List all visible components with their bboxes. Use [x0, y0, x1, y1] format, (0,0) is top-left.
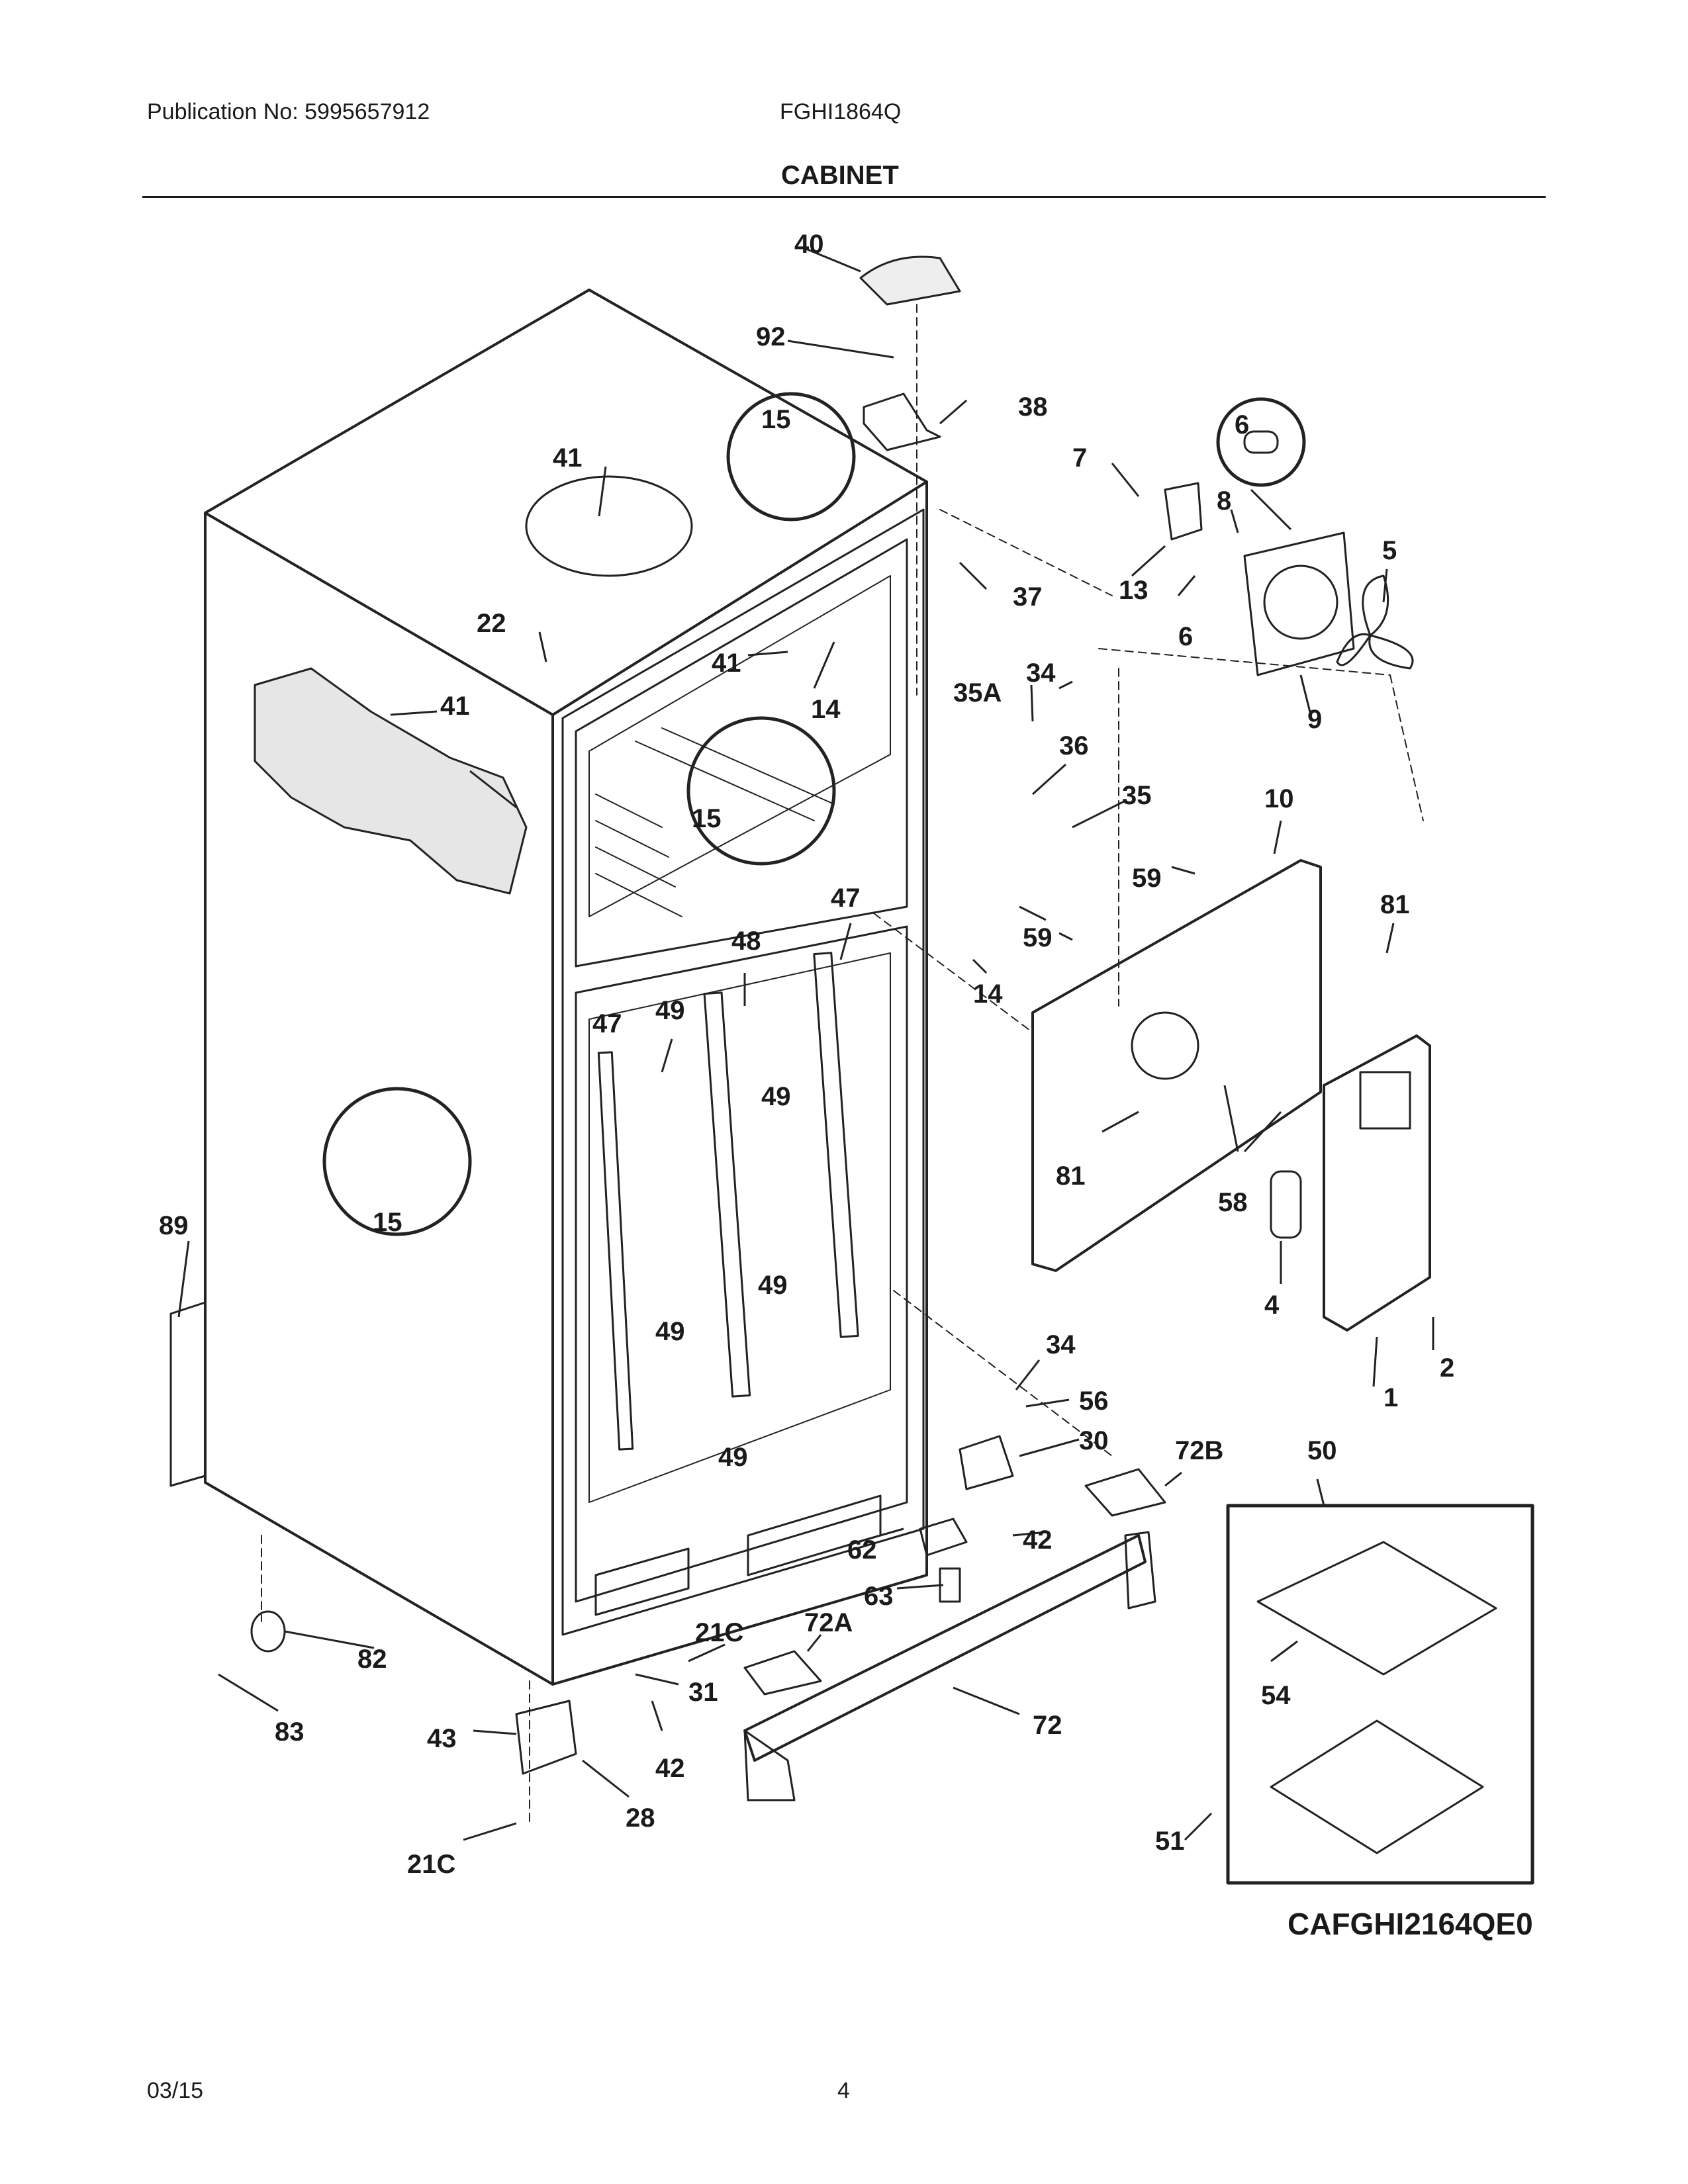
bottom-hinge	[515, 1700, 577, 1775]
callout-56: 56	[1079, 1387, 1109, 1416]
cabinet-outline	[204, 289, 928, 1686]
damper	[1270, 1170, 1302, 1239]
fan-blade	[1336, 574, 1414, 670]
callout-43: 43	[427, 1724, 457, 1753]
callout-48: 48	[731, 927, 761, 956]
callout-41-freezer: 41	[712, 649, 741, 678]
callout-21c-top: 21C	[695, 1618, 743, 1647]
callout-41-side: 41	[440, 692, 470, 721]
air-duct-panel	[1323, 1034, 1431, 1332]
model-number: FGHI1864Q	[780, 99, 902, 124]
callout-89: 89	[159, 1211, 189, 1240]
fresh-food-compartment	[575, 925, 908, 1603]
zoom-circle-6	[1216, 397, 1306, 487]
callout-35: 35	[1122, 781, 1152, 810]
callout-58: 58	[1218, 1188, 1248, 1217]
callout-62: 62	[847, 1535, 877, 1565]
callout-9: 9	[1307, 705, 1322, 734]
callout-72a: 72A	[804, 1608, 853, 1637]
top-hinge	[863, 392, 941, 451]
callout-82: 82	[357, 1645, 387, 1674]
callout-72b: 72B	[1175, 1436, 1223, 1465]
callout-49-c: 49	[758, 1271, 788, 1300]
callout-21c-bottom: 21C	[407, 1850, 455, 1879]
callout-6: 6	[1178, 622, 1193, 651]
callout-72: 72	[1033, 1711, 1062, 1740]
callout-2: 2	[1440, 1353, 1454, 1383]
page-number: 4	[837, 2078, 850, 2103]
footer-date: 03/15	[147, 2078, 204, 2103]
callout-59-bottom: 59	[1023, 923, 1053, 952]
evaporator-cover	[1031, 859, 1322, 1272]
inset-box-50	[1226, 1504, 1534, 1885]
fan-motor	[1164, 482, 1203, 541]
freezer-compartment	[575, 538, 908, 968]
zoom-circle-15-top	[726, 392, 856, 522]
callout-50: 50	[1307, 1436, 1337, 1465]
callout-81-top: 81	[1380, 890, 1410, 919]
shelf-rail-48	[703, 991, 751, 1398]
side-panel-cutaway	[254, 667, 528, 895]
callout-30: 30	[1079, 1426, 1109, 1455]
callout-54: 54	[1261, 1681, 1291, 1710]
section-title: CABINET	[781, 161, 899, 190]
callout-49-e: 49	[718, 1443, 748, 1472]
shelf-rail-47-left	[597, 1051, 634, 1451]
callout-41-top: 41	[553, 443, 583, 473]
callout-34-bottom: 34	[1046, 1330, 1076, 1359]
kick-plate	[743, 1534, 1147, 1762]
callout-42-right: 42	[1023, 1525, 1053, 1555]
callout-28: 28	[626, 1803, 655, 1833]
callout-15-left: 15	[373, 1208, 402, 1237]
callout-14-top: 14	[811, 695, 841, 724]
callout-49-a: 49	[655, 996, 685, 1025]
shelf-rail-47	[813, 952, 859, 1338]
callout-1: 1	[1383, 1383, 1398, 1412]
callout-7: 7	[1072, 443, 1087, 473]
callout-40: 40	[794, 230, 824, 259]
callout-92: 92	[756, 322, 786, 351]
bracket-30	[959, 1435, 1014, 1490]
bracket-72b	[1084, 1468, 1166, 1517]
callout-37: 37	[1013, 582, 1043, 612]
callout-35a: 35A	[953, 678, 1002, 707]
callout-10: 10	[1264, 784, 1294, 813]
bracket-62	[919, 1518, 968, 1557]
side-bracket	[169, 1301, 207, 1487]
callout-36: 36	[1059, 731, 1089, 760]
callout-22: 22	[477, 609, 506, 638]
callout-4: 4	[1264, 1291, 1280, 1320]
callout-49-b: 49	[761, 1082, 791, 1111]
callout-31: 31	[688, 1678, 718, 1707]
zoom-circle-15-mid	[686, 716, 836, 866]
callout-51: 51	[1155, 1827, 1185, 1856]
callout-5: 5	[1382, 536, 1397, 565]
callout-81-bottom: 81	[1056, 1161, 1086, 1191]
publication-number: Publication No: 5995657912	[147, 99, 430, 124]
callout-8: 8	[1217, 486, 1231, 516]
callout-63: 63	[864, 1582, 894, 1611]
top-hinge-recess	[525, 475, 693, 577]
callout-47-right: 47	[831, 884, 861, 913]
callout-14-bottom: 14	[973, 979, 1003, 1009]
zoom-circle-15-left	[322, 1087, 472, 1236]
callout-42-left: 42	[655, 1754, 685, 1783]
hinge-cover	[859, 255, 961, 306]
callout-13: 13	[1119, 576, 1149, 605]
callout-15-top: 15	[761, 405, 791, 434]
bracket-72a	[743, 1650, 822, 1696]
callout-6-inset: 6	[1235, 410, 1249, 439]
diagram-code: CAFGHI2164QE0	[1288, 1907, 1533, 1941]
callout-38: 38	[1018, 392, 1048, 422]
fan-bracket	[1243, 531, 1355, 676]
header-rule	[142, 196, 1546, 198]
callout-49-d: 49	[655, 1317, 685, 1346]
callout-15-mid: 15	[692, 804, 722, 833]
callout-47-left: 47	[592, 1009, 622, 1038]
roller	[250, 1610, 286, 1653]
callout-83: 83	[275, 1717, 305, 1747]
callout-59-top: 59	[1132, 864, 1162, 893]
callout-34-top: 34	[1026, 659, 1056, 688]
